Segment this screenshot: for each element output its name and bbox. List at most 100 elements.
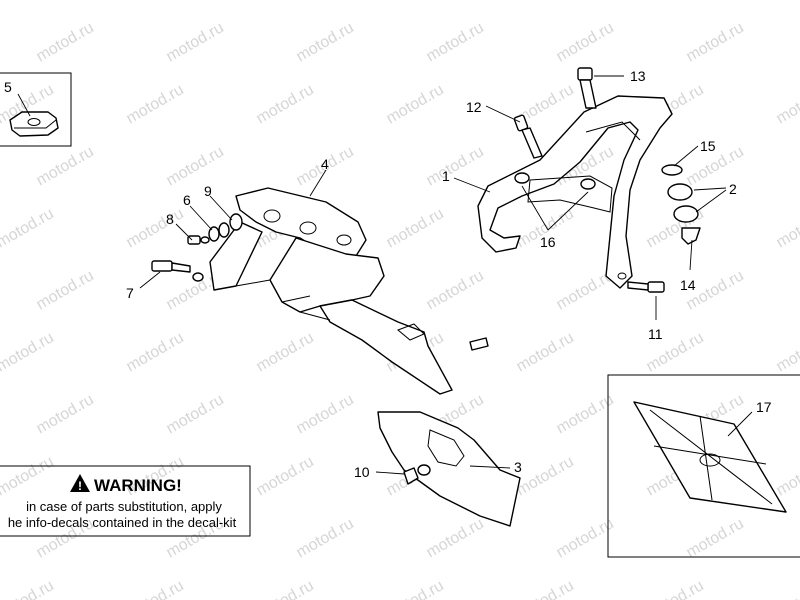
bush-9b [229,213,243,231]
watermark-text: motod.ru [774,81,800,127]
rack-mount-hole [617,272,627,280]
watermark-text: motod.ru [384,205,447,251]
plate-sheet-center [699,453,721,467]
callout-10: 10 [354,464,370,480]
watermark-text: motod.ru [424,267,487,313]
watermark-text: motod.ru [34,19,97,65]
svg-text:!: ! [78,479,82,493]
bracket-hole-end [336,234,352,246]
leader-17 [727,411,753,437]
watermark-text: motod.ru [164,19,227,65]
bracket-hole-right [299,221,317,235]
watermark-text: motod.ru [644,577,707,600]
watermark-text: motod.ru [254,0,317,3]
spacer-14 [681,227,701,245]
part-1-rear-rack [477,95,673,289]
grommet-2a [667,183,693,201]
leader-14 [689,239,693,271]
leader-2b [695,189,727,213]
bracket-hole-left [263,209,281,223]
warning-notice: ! WARNING! in case of parts substitution… [0,465,251,537]
bolt-13-shank [579,79,597,109]
fasteners-rack [513,67,665,293]
watermark-text: motod.ru [254,453,317,499]
callout-8: 8 [166,211,174,227]
leader-1 [453,177,491,193]
watermark-text: motod.ru [554,515,617,561]
spacer-6 [208,226,220,242]
clip-nut-hole [27,118,41,126]
watermark-text: motod.ru [254,81,317,127]
plate-holder-body [377,411,521,527]
warning-frame [0,465,251,537]
leader-15 [673,145,699,167]
watermark-text: motod.ru [124,0,187,3]
bush-9a [218,222,230,238]
watermark-text: motod.ru [164,143,227,189]
callout-11: 11 [648,326,663,342]
callout-numbers: 5 4 9 6 8 7 1 12 13 15 2 14 11 16 3 10 1… [4,68,772,480]
watermark-text: motod.ru [514,577,577,600]
watermark-text: motod.ru [774,205,800,251]
warning-title: WARNING! [94,476,182,495]
watermark-text: motod.ru [514,453,577,499]
callout-7: 7 [126,285,134,301]
callout-14: 14 [680,277,696,293]
screw-plate-holder [469,337,489,351]
screw-8 [187,235,201,245]
plate-holder-cutout [427,429,465,467]
bolt-13-head [577,67,593,81]
watermark-text: motod.ru [124,205,187,251]
rubber-pad-16a [514,172,530,184]
watermark-text: motod.ru [424,143,487,189]
part-5-inset-frame [0,72,72,147]
watermark-text: motod.ru [0,577,57,600]
watermark-text: motod.ru [254,577,317,600]
leader-9 [209,195,233,221]
plate-holder-slot [397,323,425,341]
watermark-text: motod.ru [124,81,187,127]
watermark-text: motod.ru [384,81,447,127]
clip-nut-part-5 [9,111,59,137]
callout-12: 12 [466,99,482,115]
bracket-edge-lines [235,279,331,321]
washer-15 [661,164,683,176]
part-17-inset-frame [607,374,800,558]
screw-7-head [151,260,173,272]
watermark-text: motod.ru [0,453,57,499]
leader-16b [547,191,589,231]
leader-4 [309,169,327,197]
watermark-text: motod.ru [294,391,357,437]
watermark-text: motod.ru [254,329,317,375]
watermark-text: motod.ru [294,19,357,65]
watermark-text: motod.ru [774,329,800,375]
nut-10 [403,467,419,485]
watermark-text: motod.ru [554,391,617,437]
callout-5: 5 [4,79,12,95]
watermark-text: motod.ru [384,577,447,600]
callout-16: 16 [540,234,556,250]
watermark-text: motod.ru [684,515,747,561]
watermark-text: motod.ru [684,19,747,65]
watermark-text: motod.ru [644,0,707,3]
watermark-text: motod.ru [124,577,187,600]
leader-lines [17,75,753,475]
part-3-plate-holder [377,411,521,527]
leader-10 [375,471,405,475]
washer-8 [200,236,210,244]
callout-2: 2 [729,181,737,197]
warning-triangle-icon [70,474,90,492]
callout-17: 17 [756,399,772,415]
callout-3: 3 [514,459,522,475]
leader-2a [693,187,727,191]
warning-line-2: he info-decals contained in the decal-ki… [8,515,237,530]
part-4-rear-bracket [209,187,453,395]
watermark-text: motod.ru [0,329,57,375]
watermark-text: motod.ru [424,515,487,561]
watermark-text: motod.ru [514,0,577,3]
callout-6: 6 [183,192,191,208]
plate-sheet-lines [649,409,773,505]
washer-7 [192,272,204,282]
watermark-text: motod.ru [34,143,97,189]
